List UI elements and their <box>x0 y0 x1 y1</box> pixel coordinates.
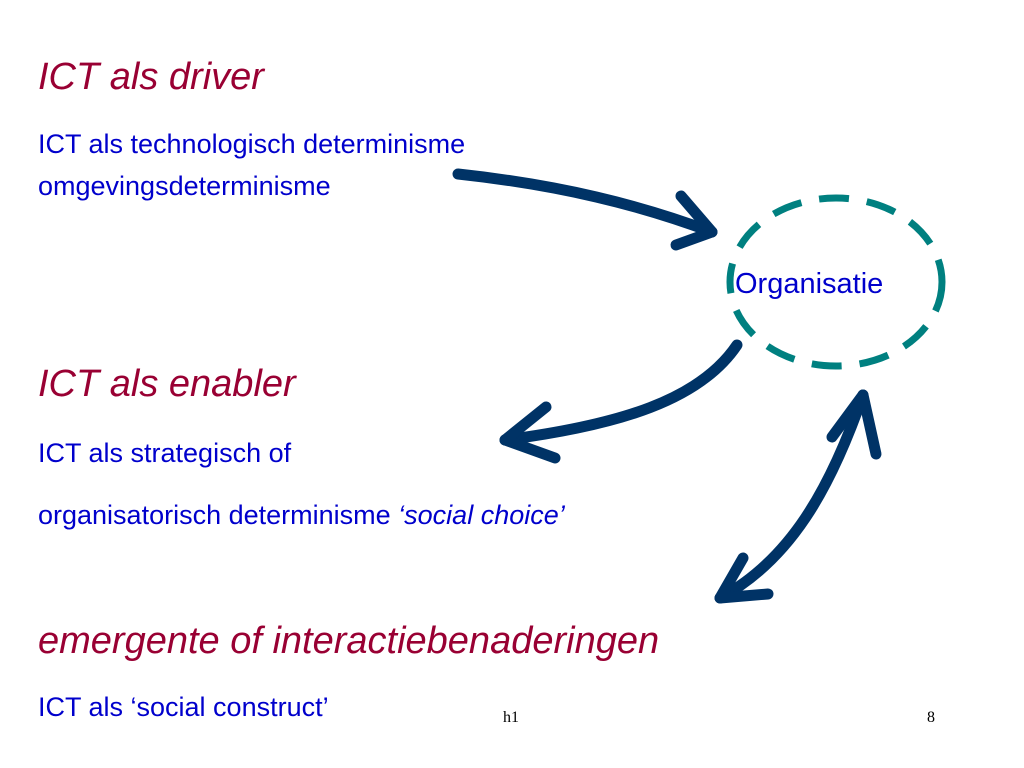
heading-driver: ICT als driver <box>38 56 264 98</box>
emergent-line-1: ICT als ‘social construct’ <box>38 692 329 722</box>
enabler-line-2-emphasis: ‘social choice’ <box>398 500 565 530</box>
enabler-line-1: ICT als strategisch of <box>38 438 292 468</box>
arrow-driver-to-organisatie <box>452 168 718 238</box>
arrow-emergent-organisatie-bidirectional <box>714 389 869 604</box>
enabler-line-2-text: organisatorisch determinisme <box>38 500 391 530</box>
driver-line-1: ICT als technologisch determinisme <box>38 129 466 159</box>
page-number: 8 <box>927 709 935 726</box>
arrow-bidirectional-head-bottom <box>714 552 774 604</box>
enabler-line-2: organisatorisch determinisme ‘social cho… <box>38 499 565 531</box>
heading-enabler: ICT als enabler <box>38 363 296 405</box>
heading-emergent: emergente of interactiebenaderingen <box>38 620 660 662</box>
organisatie-dashed-ellipse <box>726 194 946 370</box>
arrow-enabler-head <box>499 401 561 464</box>
footer-label: h1 <box>503 709 519 726</box>
arrow-organisatie-to-enabler <box>499 339 743 446</box>
arrow-bidirectional-head-top <box>826 389 882 460</box>
arrow-driver-head <box>670 190 718 251</box>
organisatie-label: Organisatie <box>735 268 884 300</box>
driver-line-2: omgevingsdeterminisme <box>38 171 331 201</box>
